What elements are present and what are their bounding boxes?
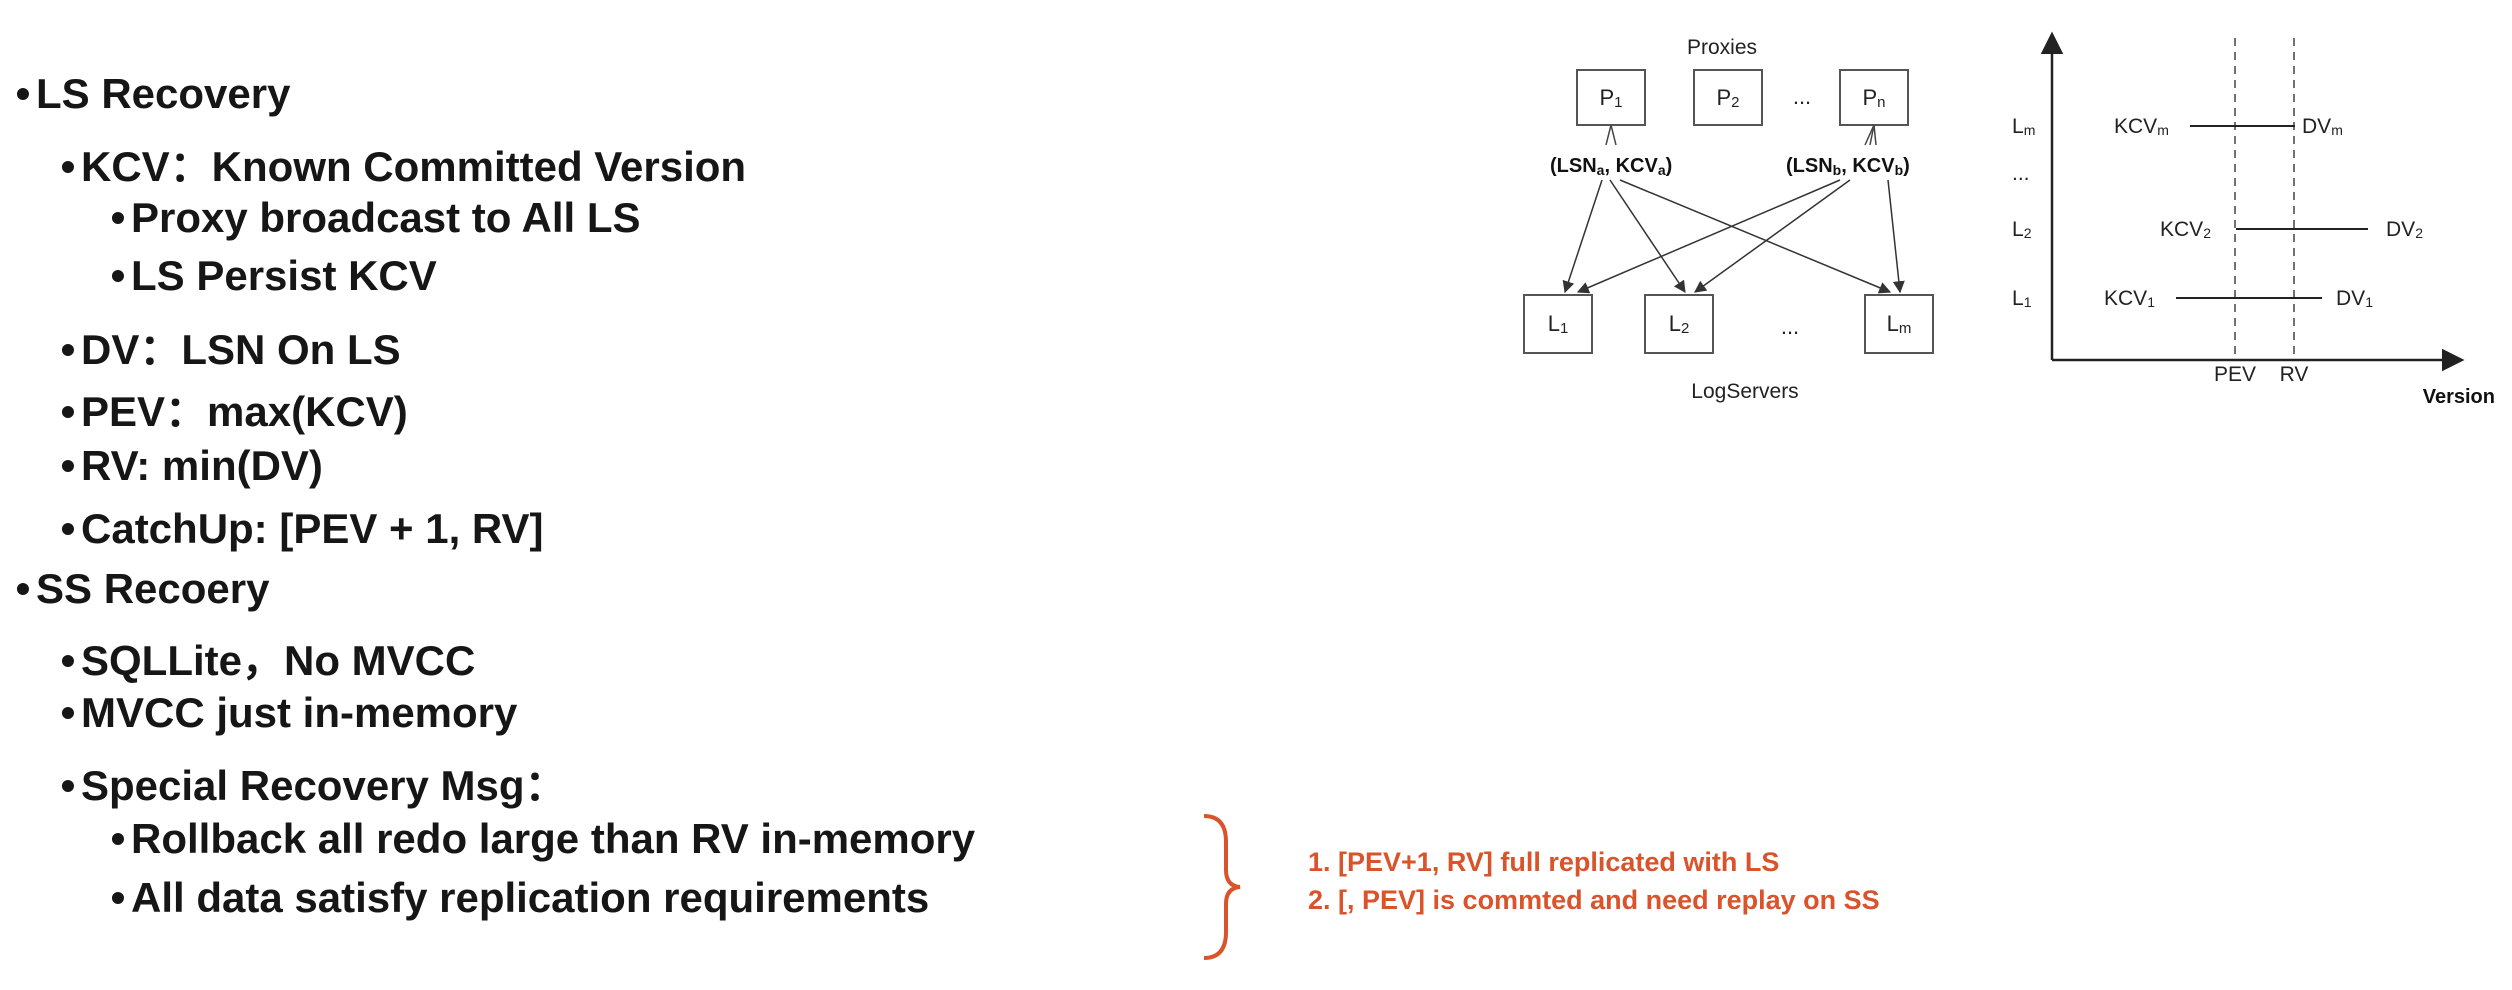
bullet-dot: • — [60, 637, 76, 684]
proxy-sub-n: n — [1877, 94, 1885, 111]
svg-text:P2: P2 — [1716, 85, 1739, 111]
proxy-box-n: Pn — [1839, 69, 1909, 126]
bullet-item: •LS Recovery — [10, 70, 291, 118]
bullet-dot: • — [110, 252, 126, 299]
bullet-item: •PEV：max(KCV) — [55, 378, 408, 439]
bullet-item: •RV: min(DV) — [55, 442, 323, 490]
bullet-dot: • — [60, 689, 76, 736]
arrow-a-to-lm — [1619, 179, 1892, 294]
dv-label-1: DV1 — [2336, 287, 2373, 310]
bullet-text: Special Recovery Msg： — [81, 762, 567, 809]
bullet-dot: • — [15, 565, 31, 612]
logserver-ellipsis: ... — [1781, 314, 1799, 339]
bullet-dot: • — [60, 762, 76, 809]
bullet-item: •MVCC just in-memory — [55, 689, 518, 737]
logserver-sub-1: 1 — [1560, 320, 1568, 337]
bullet-dot: • — [60, 442, 76, 489]
bullet-dot: • — [15, 70, 31, 117]
bullet-item: •Rollback all redo large than RV in-memo… — [105, 815, 975, 863]
bullet-item: •DV：LSN On LS — [55, 316, 401, 377]
bullet-text: DV：LSN On LS — [81, 326, 401, 373]
proxies-title: Proxies — [1687, 36, 1757, 59]
bullet-dot: • — [60, 505, 76, 552]
row-label-lm: Lm — [2012, 115, 2035, 138]
bullet-text: MVCC just in-memory — [81, 689, 518, 736]
proxy-logserver-diagram: Proxies P1 P2 ... Pn (LSNa, KCVa) (LSNb,… — [1523, 36, 1934, 403]
bullet-item: •SQLLite，No MVCC — [55, 627, 476, 688]
version-chart: PEV RV Version Lm KCVm DVm ... L2 KCV2 D… — [2012, 31, 2495, 408]
logserver-box-1: L1 — [1523, 294, 1593, 354]
bullet-item: •KCV：Known Committed Version — [55, 133, 746, 194]
bullet-text: PEV：max(KCV) — [81, 388, 408, 435]
arrow-b-to-l1 — [1576, 179, 1841, 294]
bullet-text: CatchUp: [PEV + 1, RV] — [81, 505, 544, 552]
bullet-text: Proxy broadcast to All LS — [131, 194, 641, 241]
svg-text:Pn: Pn — [1862, 85, 1885, 111]
arrow-a-to-l1 — [1562, 179, 1603, 294]
bullet-item: •Special Recovery Msg： — [55, 752, 567, 813]
curly-brace — [1203, 814, 1241, 960]
arrow-b-to-l2 — [1694, 179, 1851, 293]
kcv-label-2: KCV2 — [2160, 218, 2211, 241]
svg-text:L2: L2 — [1669, 311, 1690, 337]
bullet-dot: • — [60, 388, 76, 435]
kcv-label-1: KCV1 — [2104, 287, 2155, 310]
proxy-box-1: P1 — [1576, 69, 1646, 126]
tuple-label-a: (LSNa, KCVa) — [1550, 155, 1672, 178]
logserver-sub-m: m — [1899, 320, 1912, 337]
bullet-text: Rollback all redo large than RV in-memor… — [131, 815, 976, 862]
rv-label: RV — [2280, 363, 2309, 386]
bullet-dot: • — [60, 143, 76, 190]
proxy-label-2: P — [1716, 85, 1731, 110]
svg-text:P1: P1 — [1599, 85, 1622, 111]
logserver-label-1: L — [1548, 311, 1560, 336]
x-axis-label: Version — [2423, 386, 2495, 408]
bullet-dot: • — [110, 815, 126, 862]
proxy-ellipsis: ... — [1793, 84, 1811, 109]
logserver-box-m: Lm — [1864, 294, 1934, 354]
bullet-item: •SS Recoery — [10, 565, 270, 613]
arrow-a-to-l2 — [1609, 179, 1686, 293]
bullet-text: KCV：Known Committed Version — [81, 143, 747, 190]
dv-label-m: DVm — [2302, 115, 2343, 138]
logservers-title: LogServers — [1691, 380, 1798, 403]
proxy-sub-1: 1 — [1614, 94, 1622, 111]
bullet-item: •LS Persist KCV — [105, 252, 437, 300]
bullet-item: •CatchUp: [PEV + 1, RV] — [55, 505, 544, 553]
bullet-text: SQLLite，No MVCC — [81, 637, 476, 684]
tuple-label-b: (LSNb, KCVb) — [1786, 155, 1910, 178]
bullet-dot: • — [110, 874, 126, 921]
note-2: 2. [, PEV] is commted and need replay on… — [1308, 885, 1880, 915]
bullet-text: All data satisfy replication requirement… — [131, 874, 930, 921]
proxy-label-n: P — [1862, 85, 1877, 110]
row-label-l2: L2 — [2012, 218, 2032, 241]
bullet-text: SS Recoery — [36, 565, 270, 612]
dv-label-2: DV2 — [2386, 218, 2423, 241]
proxy-label-1: P — [1599, 85, 1614, 110]
bullet-text: RV: min(DV) — [81, 442, 323, 489]
logserver-label-m: L — [1887, 311, 1899, 336]
row-label-l1: L1 — [2012, 287, 2032, 310]
proxy-box-2: P2 — [1693, 69, 1763, 126]
proxy-sub-2: 2 — [1731, 94, 1739, 111]
svg-text:L1: L1 — [1548, 311, 1569, 337]
svg-text:Lm: Lm — [1887, 311, 1912, 337]
bullet-dot: • — [60, 326, 76, 373]
pev-label: PEV — [2214, 363, 2256, 386]
logserver-box-2: L2 — [1644, 294, 1714, 354]
kcv-label-m: KCVm — [2114, 115, 2169, 138]
note-1: 1. [PEV+1, RV] full replicated with LS — [1308, 847, 1780, 877]
logserver-sub-2: 2 — [1681, 320, 1689, 337]
bullet-text: LS Recovery — [36, 70, 291, 117]
arrow-b-to-lm — [1887, 179, 1905, 294]
bullet-item: •Proxy broadcast to All LS — [105, 194, 641, 242]
logserver-label-2: L — [1669, 311, 1681, 336]
bullet-item: •All data satisfy replication requiremen… — [105, 874, 930, 922]
row-ellipsis: ... — [2012, 162, 2030, 185]
bullet-text: LS Persist KCV — [131, 252, 437, 299]
bullet-dot: • — [110, 194, 126, 241]
